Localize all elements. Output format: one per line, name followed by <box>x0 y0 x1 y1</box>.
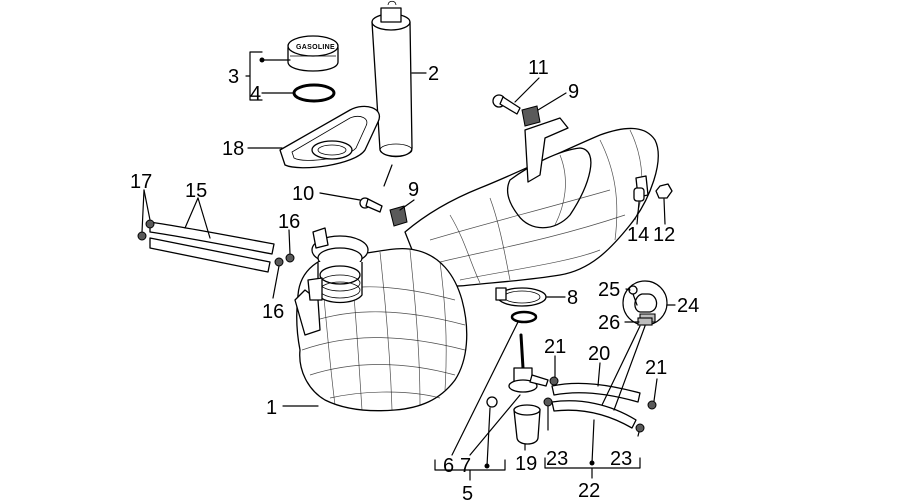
callout-1: 1 <box>266 397 277 419</box>
callout-20: 20 <box>588 343 610 365</box>
callout-2: 2 <box>428 63 439 85</box>
hose-clamp-8 <box>495 287 547 307</box>
hose-20 <box>551 382 641 403</box>
callout-12: 12 <box>653 224 675 246</box>
callout-9-rear: 9 <box>408 179 419 201</box>
clip-9-front <box>521 105 541 127</box>
callout-15: 15 <box>185 180 207 202</box>
callout-19: 19 <box>515 453 537 475</box>
callout-22: 22 <box>578 480 600 502</box>
callout-8: 8 <box>567 287 578 309</box>
callout-17: 17 <box>130 171 152 193</box>
callout-11: 11 <box>528 57 549 79</box>
cap-lettering: GASOLINE <box>296 44 335 51</box>
bolt-11 <box>492 94 521 115</box>
tank-cap: GASOLINE <box>287 35 339 72</box>
nut-12 <box>655 183 673 199</box>
callout-labels: 3 4 2 18 17 15 16 16 10 9 11 9 14 12 8 2… <box>130 57 699 503</box>
callout-23-left: 23 <box>546 448 568 470</box>
callout-10: 10 <box>292 183 314 205</box>
callout-23-right: 23 <box>610 448 632 470</box>
grommet-14 <box>633 187 645 202</box>
callout-9-front: 9 <box>568 81 579 103</box>
nut-26 <box>637 317 653 326</box>
callout-16-top: 16 <box>278 211 300 233</box>
callout-24: 24 <box>677 295 699 317</box>
fuel-filter-19 <box>513 404 541 445</box>
callout-5: 5 <box>462 483 473 503</box>
callout-7: 7 <box>460 455 471 477</box>
clamps-16 <box>274 253 295 267</box>
callout-25: 25 <box>598 279 620 301</box>
leader-lines <box>141 51 676 481</box>
clamps-21 <box>549 376 657 410</box>
hose-15 <box>149 221 275 273</box>
callout-4: 4 <box>250 83 261 105</box>
fuel-tap <box>508 333 549 393</box>
bolt-10 <box>359 197 383 213</box>
callout-6: 6 <box>443 455 454 477</box>
tank-tray <box>279 105 381 169</box>
callout-21-right: 21 <box>645 357 667 379</box>
o-ring-6 <box>510 310 538 324</box>
filler-neck <box>307 227 369 304</box>
screw-25 <box>628 285 638 306</box>
callout-18: 18 <box>222 138 244 160</box>
callout-16-bottom: 16 <box>262 301 284 323</box>
callout-14: 14 <box>627 224 649 246</box>
hose-22 <box>551 400 637 429</box>
o-ring <box>292 83 336 103</box>
filler-pipe <box>371 0 413 158</box>
screw-7 <box>486 396 498 408</box>
callout-3: 3 <box>228 66 239 88</box>
callout-21-left: 21 <box>544 336 566 358</box>
clip-9-rear <box>389 205 408 227</box>
callout-26: 26 <box>598 312 620 334</box>
